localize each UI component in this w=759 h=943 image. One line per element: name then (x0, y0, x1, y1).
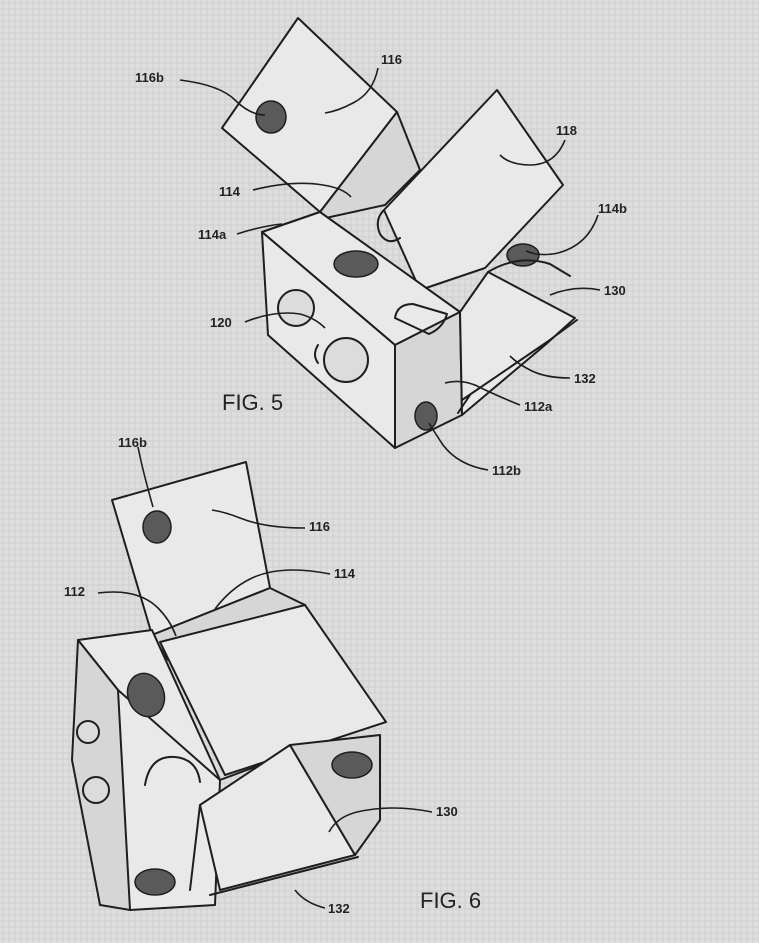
leader-114 (214, 569, 331, 610)
label-112a: 112a (524, 399, 553, 414)
flap-118 (383, 89, 564, 291)
leader-112 (97, 591, 177, 637)
panel-112 (159, 604, 387, 776)
label-116b: 116b (135, 70, 164, 85)
leader-114a (236, 223, 283, 235)
slot-curve (144, 755, 201, 786)
leader-112a (444, 380, 521, 406)
leader-112b (428, 422, 489, 471)
pad-116b (255, 100, 287, 134)
leader-120 (244, 312, 326, 329)
label-114a: 114a (198, 227, 227, 242)
leader-116b (137, 446, 154, 508)
label-118: 118 (556, 123, 577, 138)
notch-118 (376, 209, 401, 243)
leader-116 (211, 509, 306, 529)
hinge-tab (394, 303, 448, 335)
pad-112b (414, 401, 438, 431)
label-116b: 116b (118, 435, 147, 450)
label-132: 132 (574, 371, 596, 386)
leader-130 (328, 807, 433, 833)
leader-132 (294, 889, 326, 909)
label-114b: 114b (598, 201, 627, 216)
pad-116b (142, 510, 172, 544)
leader-116 (324, 67, 379, 114)
tray-rim-132 (189, 804, 359, 896)
figure-6-title: FIG. 6 (420, 888, 481, 913)
leader-116b (179, 79, 266, 116)
leader-130 (549, 287, 601, 296)
label-130: 130 (436, 804, 458, 819)
hole-side-b (82, 776, 110, 804)
pad-114a (333, 250, 379, 278)
label-120: 120 (210, 315, 232, 330)
leader-114 (252, 182, 352, 198)
label-112b: 112b (492, 463, 521, 478)
figure-6: 116b 116 114 112 130 132 FIG. 6 (64, 435, 481, 916)
pad-upper (126, 672, 166, 718)
label-132: 132 (328, 901, 350, 916)
hole-120a (277, 289, 315, 327)
label-112: 112 (64, 584, 85, 599)
figure-5-title: FIG. 5 (222, 390, 283, 415)
hole-120b (323, 337, 369, 383)
label-116: 116 (309, 519, 330, 534)
figure-5: 116b 116 118 114 114a 114b 130 120 132 1… (135, 17, 627, 478)
leader-114b (525, 214, 599, 256)
hole-side-a (76, 720, 100, 744)
tray-rim-132 (457, 319, 578, 414)
label-114: 114 (334, 566, 356, 581)
label-114: 114 (219, 184, 241, 199)
clip-slot (314, 344, 319, 364)
label-116: 116 (381, 52, 402, 67)
leader-132 (509, 355, 571, 379)
tray-lip (487, 259, 571, 277)
pad-lower (134, 868, 176, 896)
label-130: 130 (604, 283, 626, 298)
leader-118 (499, 139, 566, 166)
pad-130 (331, 751, 373, 779)
